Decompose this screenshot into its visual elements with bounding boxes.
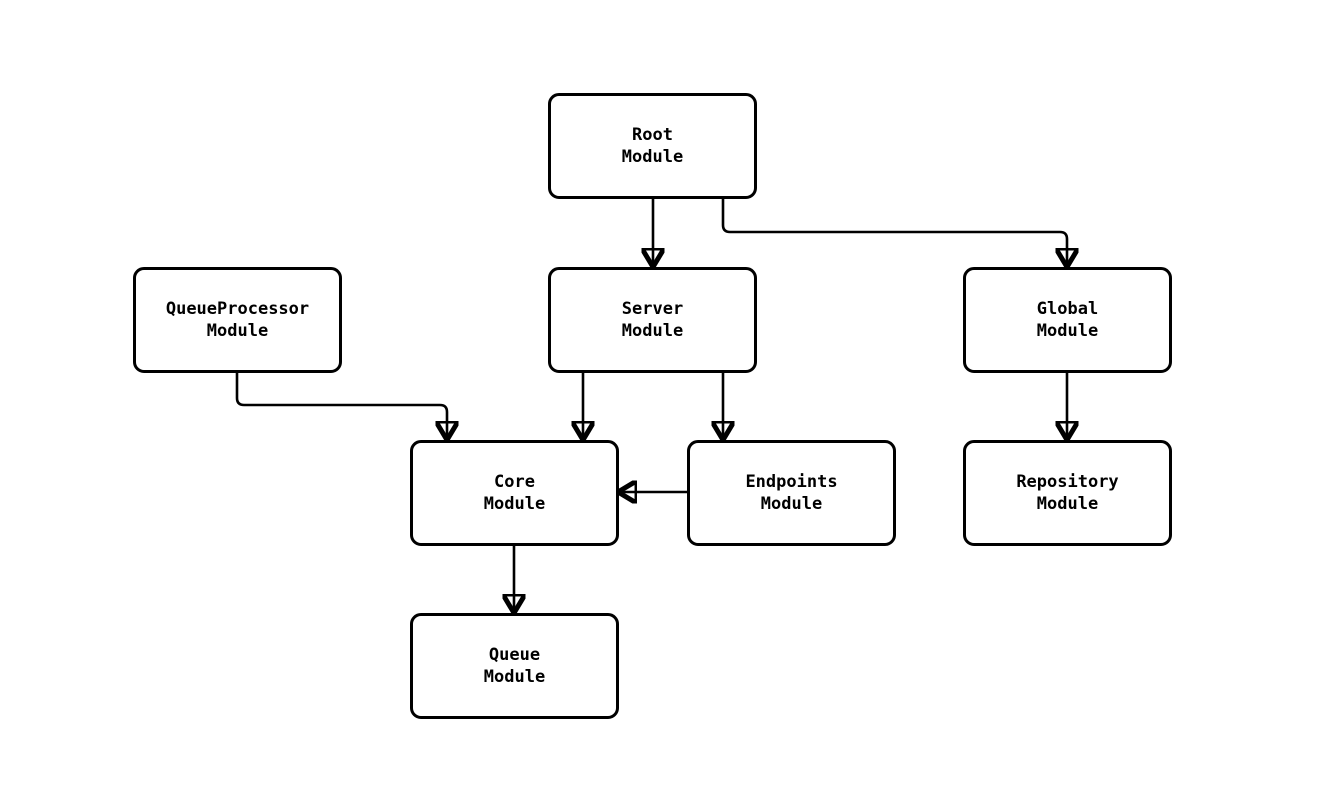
- node-label-line: Module: [206, 321, 269, 341]
- edge-queueprocessor-to-core: [235, 373, 447, 440]
- edge-root-to-global: [721, 198, 1067, 267]
- node-label-line: Module: [760, 494, 823, 514]
- node-label-line: QueueProcessor: [165, 299, 310, 319]
- node-label-line: Module: [483, 667, 546, 687]
- node-label-line: Endpoints: [745, 472, 838, 492]
- node-label-line: Module: [1036, 321, 1099, 341]
- node-label-line: Global: [1036, 299, 1099, 319]
- node-label-line: Module: [621, 147, 684, 167]
- node-core-module: Core Module: [410, 440, 619, 546]
- node-root-module: Root Module: [548, 93, 757, 199]
- node-label-line: Repository: [1016, 472, 1119, 492]
- node-endpoints-module: Endpoints Module: [687, 440, 896, 546]
- node-label-line: Server: [621, 299, 684, 319]
- node-global-module: Global Module: [963, 267, 1172, 373]
- node-label-line: Queue: [488, 645, 541, 665]
- node-label-line: Core: [494, 472, 535, 492]
- node-repository-module: Repository Module: [963, 440, 1172, 546]
- node-queue-module: Queue Module: [410, 613, 619, 719]
- node-queueprocessor-module: QueueProcessor Module: [133, 267, 342, 373]
- node-label-line: Module: [1036, 494, 1099, 514]
- node-label-line: Module: [621, 321, 684, 341]
- node-server-module: Server Module: [548, 267, 757, 373]
- node-label-line: Module: [483, 494, 546, 514]
- node-label-line: Root: [632, 125, 673, 145]
